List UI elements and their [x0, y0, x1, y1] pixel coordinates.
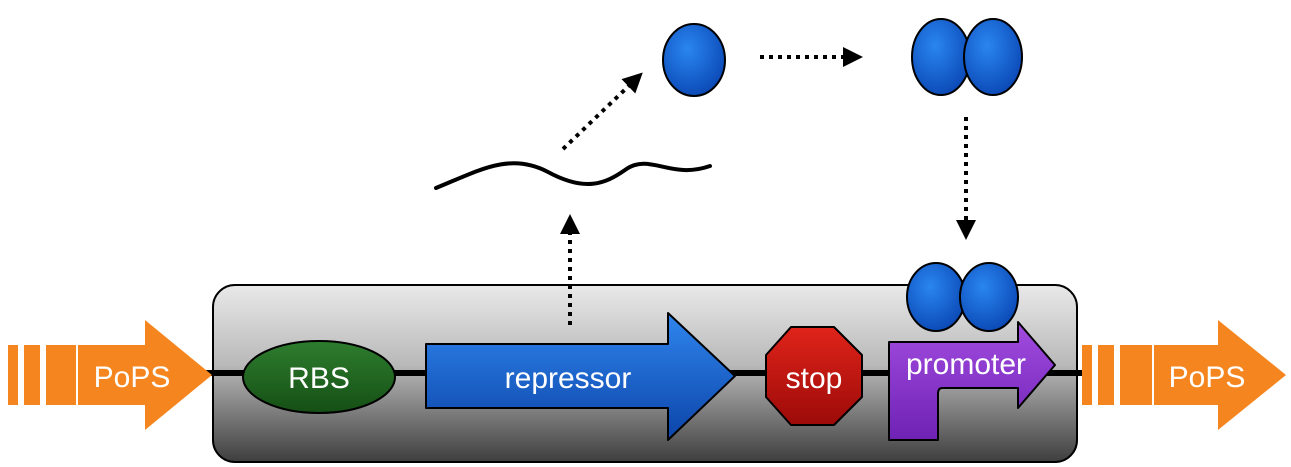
translation-arrow — [561, 72, 643, 151]
pops-output-label: PoPS — [1169, 361, 1246, 394]
repressor-dimer-icon — [911, 18, 1023, 96]
promoter-label: promoter — [906, 348, 1026, 381]
rbs-part: RBS — [242, 340, 396, 414]
repressor-label: repressor — [505, 362, 632, 395]
pops-input-label: PoPS — [94, 361, 171, 394]
rbs-label: RBS — [288, 362, 350, 395]
mrna-icon — [434, 161, 712, 190]
pops-input-arrow: PoPS — [8, 320, 212, 430]
stop-label: stop — [786, 362, 843, 395]
repressor-part: repressor — [425, 312, 736, 441]
repressor-monomer-icon — [662, 23, 726, 97]
stop-part: stop — [765, 326, 863, 426]
bound-repressor-dimer-icon — [906, 262, 1019, 332]
promoter-part: promoter — [888, 321, 1056, 441]
pops-output-arrow: PoPS — [1082, 320, 1286, 430]
